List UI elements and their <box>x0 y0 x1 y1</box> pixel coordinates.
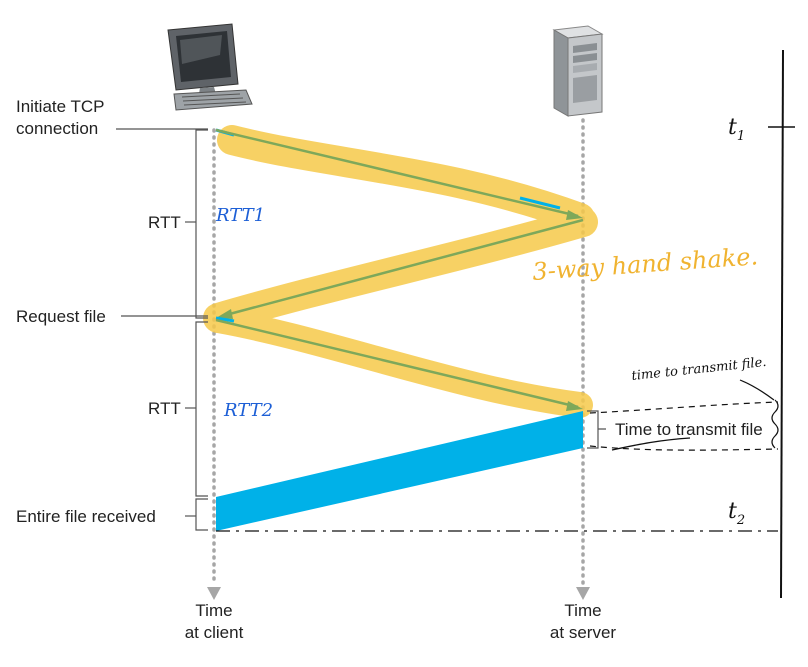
server-timeline-arrowhead <box>576 587 590 600</box>
client-time-label-line1: Time <box>195 601 232 620</box>
rtt2-handwritten-note: RTT2 <box>223 400 273 421</box>
rtt-label-2: RTT <box>148 399 181 418</box>
request-file-label: Request file <box>16 307 106 326</box>
t1-label: t1 <box>728 115 745 144</box>
transmit-dashed-line-bottom <box>589 445 779 451</box>
initiate-label-line2: connection <box>16 119 98 138</box>
transmit-hand-brace <box>771 399 779 449</box>
message-arrows <box>215 128 584 411</box>
transmit-time-label: Time to transmit file <box>615 420 763 439</box>
client-timeline-arrowhead <box>207 587 221 600</box>
transmit-bracket <box>587 410 606 449</box>
rtt1-handwritten-note: RTT1 <box>215 205 265 226</box>
initiate-label-line1: Initiate TCP <box>16 97 105 116</box>
desktop-computer-icon <box>167 23 253 111</box>
three-way-handshake-note: 3-way hand shake. <box>531 242 758 286</box>
transmit-hand-underline <box>611 437 691 451</box>
right-vertical-line <box>780 49 784 599</box>
server-time-label-line1: Time <box>564 601 601 620</box>
transmit-time-handwritten-note: time to transmit file. <box>631 355 767 384</box>
transmit-hand-pointer <box>739 379 775 401</box>
file-transfer-band <box>216 411 583 531</box>
rtt-label-1: RTT <box>148 213 181 232</box>
transmit-dashed-line-top <box>589 401 779 414</box>
tower-server-icon <box>552 25 604 117</box>
entire-file-label: Entire file received <box>16 507 156 526</box>
client-time-label-line2: at client <box>185 623 244 642</box>
rtt-brackets <box>185 129 208 531</box>
server-time-label-line2: at server <box>550 623 616 642</box>
t2-label: t2 <box>728 499 745 528</box>
